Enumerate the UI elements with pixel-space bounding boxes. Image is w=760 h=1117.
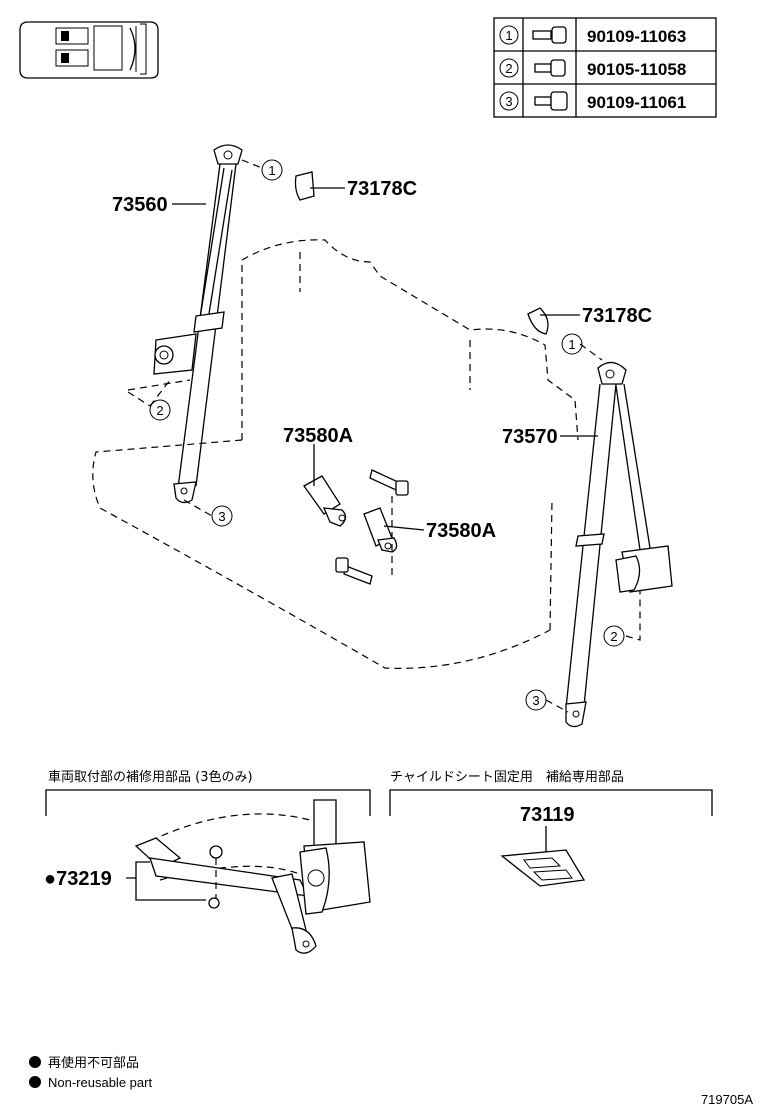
ref-marker-3-left[interactable]: 3	[211, 505, 233, 527]
ref-number: 1	[505, 28, 512, 43]
right-seat-belt-assembly[interactable]	[565, 361, 673, 728]
belt-anchor-cover-left[interactable]	[294, 171, 315, 201]
part-number: 90109-11061	[587, 93, 686, 112]
svg-text:3: 3	[532, 693, 539, 708]
section-title-child-seat: チャイルドシート固定用 補給専用部品	[390, 770, 624, 785]
ref-number: 2	[505, 61, 512, 76]
leader-lines	[149, 159, 641, 713]
ref-marker-1-right[interactable]: 1	[561, 333, 583, 355]
svg-text:3: 3	[218, 509, 225, 524]
svg-text:1: 1	[268, 163, 275, 178]
legend: 再使用不可部品 Non-reusable part	[29, 1055, 152, 1090]
part-number: 90109-11063	[587, 27, 686, 46]
child-seat-anchor-plate[interactable]	[500, 849, 586, 887]
left-seat-belt-assembly[interactable]	[153, 144, 243, 504]
fastener-table: 1 90109-11063 2 90105-11058 3 90109-1106	[493, 17, 717, 118]
seat-belt-buckle-lower[interactable]	[363, 507, 398, 553]
svg-text:2: 2	[156, 403, 163, 418]
bolt-icon	[534, 59, 566, 77]
ref-number: 3	[505, 94, 512, 109]
part-callout-73570[interactable]: 73570	[502, 426, 558, 448]
table-row[interactable]: 2 90105-11058	[499, 58, 686, 79]
part-callout-73219[interactable]: ●73219	[44, 868, 112, 890]
section-title-repair-parts: 車両取付部の補修用部品 (3色のみ)	[48, 769, 253, 785]
ref-marker-3-right[interactable]: 3	[525, 689, 547, 711]
table-row[interactable]: 3 90109-11061	[499, 91, 686, 112]
ref-marker-2-right[interactable]: 2	[603, 625, 625, 647]
callout-bracket-73219	[126, 861, 206, 901]
ref-marker-2-left[interactable]: 2	[149, 399, 171, 421]
non-reusable-dot-icon	[29, 1056, 41, 1068]
rear-seat-outline	[92, 239, 579, 669]
part-callout-73178c-left[interactable]: 73178C	[347, 178, 417, 200]
non-reusable-dot-icon	[29, 1076, 41, 1088]
part-callout-73119[interactable]: 73119	[520, 804, 575, 826]
section-bracket-right	[389, 789, 713, 816]
bolt-icon	[534, 91, 568, 111]
legend-en: Non-reusable part	[48, 1075, 152, 1090]
bolt-icon	[335, 469, 409, 585]
part-callout-73178c-right[interactable]: 73178C	[582, 305, 652, 327]
vehicle-locator-icon	[19, 21, 159, 79]
seat-belt-buckle-upper[interactable]	[303, 475, 347, 527]
part-callout-73560[interactable]: 73560	[112, 194, 168, 216]
section-bracket-left	[45, 789, 371, 816]
svg-text:1: 1	[568, 337, 575, 352]
ref-marker-1-left[interactable]: 1	[261, 159, 283, 181]
bolt-icon	[532, 26, 567, 44]
legend-jp: 再使用不可部品	[48, 1055, 139, 1071]
anchor-bracket-assembly[interactable]	[134, 799, 371, 954]
svg-text:2: 2	[610, 629, 617, 644]
drawing-number: 719705A	[701, 1092, 753, 1107]
belt-anchor-cover-right[interactable]	[527, 307, 549, 335]
part-callout-73580a-upper[interactable]: 73580A	[283, 425, 353, 447]
part-number: 90105-11058	[587, 60, 686, 79]
part-callout-73580a-lower[interactable]: 73580A	[426, 520, 496, 542]
table-row[interactable]: 1 90109-11063	[499, 25, 686, 46]
